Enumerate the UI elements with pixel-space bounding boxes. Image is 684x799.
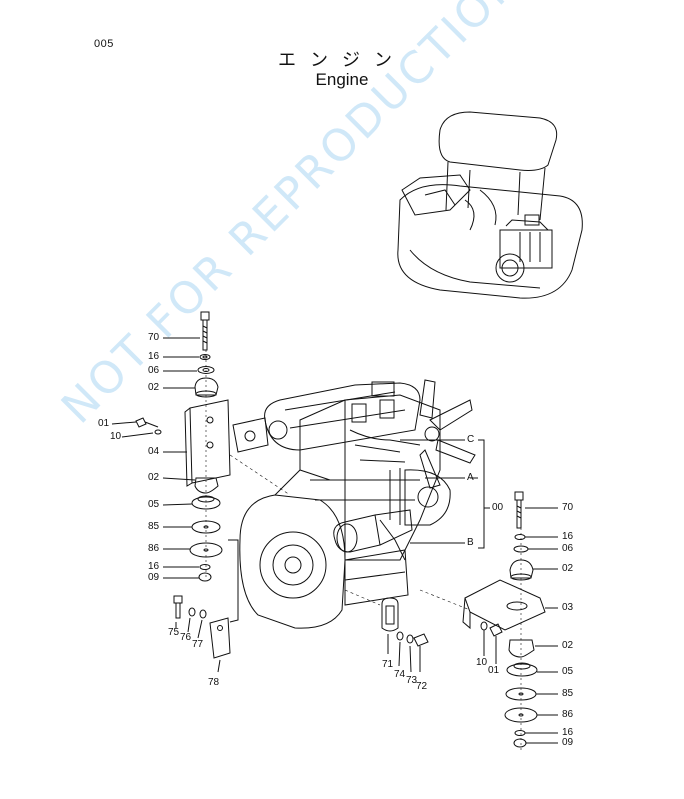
callout-85-right: 85 [562,688,574,699]
callout-05-right: 05 [562,666,574,677]
callout-05-left: 05 [148,499,160,510]
callout-06-right: 06 [562,543,574,554]
callout-09-right: 09 [562,737,574,748]
callout-85-left: 85 [148,521,160,532]
callout-16-left-bottom: 16 [148,561,160,572]
callout-00: 00 [492,502,504,513]
callout-78: 78 [208,677,220,688]
title-japanese: エンジン [278,50,406,71]
left-engine-mount-parts [111,311,291,582]
callout-77: 77 [192,639,204,650]
lower-left-hardware [173,539,239,673]
callout-01-right: 01 [488,665,500,676]
callout-04: 04 [148,446,160,457]
callout-02-left-bottom: 02 [148,472,160,483]
callout-74: 74 [394,669,406,680]
callout-86-right: 86 [562,709,574,720]
callout-A: A [467,472,474,483]
callout-72: 72 [416,681,428,692]
lower-middle-hardware [344,589,429,673]
callout-03: 03 [562,602,574,613]
callout-01-left: 01 [98,418,110,429]
callout-C: C [467,434,475,445]
callout-86-left: 86 [148,543,160,554]
callout-71: 71 [382,659,394,670]
callout-02-right-bottom: 02 [562,640,574,651]
page-number: 005 [94,38,114,50]
callout-06-left: 06 [148,365,160,376]
callout-76: 76 [180,632,192,643]
engine-assembly [232,379,490,629]
machine-thumbnail [397,111,583,299]
callout-73: 73 [406,675,418,686]
callout-75: 75 [168,627,180,638]
cooling-fan [419,379,476,489]
callout-02-right-top: 02 [562,563,574,574]
callout-10-left: 10 [110,431,122,442]
thumbnail-engine [495,214,553,283]
callout-09-left: 09 [148,572,160,583]
callout-16-right-bottom: 16 [562,727,574,738]
callout-16-right-top: 16 [562,531,574,542]
callout-B: B [467,537,474,548]
right-engine-mount-parts [419,491,558,750]
callout-16-left-top: 16 [148,351,160,362]
callout-70-right: 70 [562,502,574,513]
title-english: Engine [315,70,369,89]
callout-02-left-top: 02 [148,382,160,393]
callout-10-right: 10 [476,657,488,668]
callout-70-left: 70 [148,332,160,343]
